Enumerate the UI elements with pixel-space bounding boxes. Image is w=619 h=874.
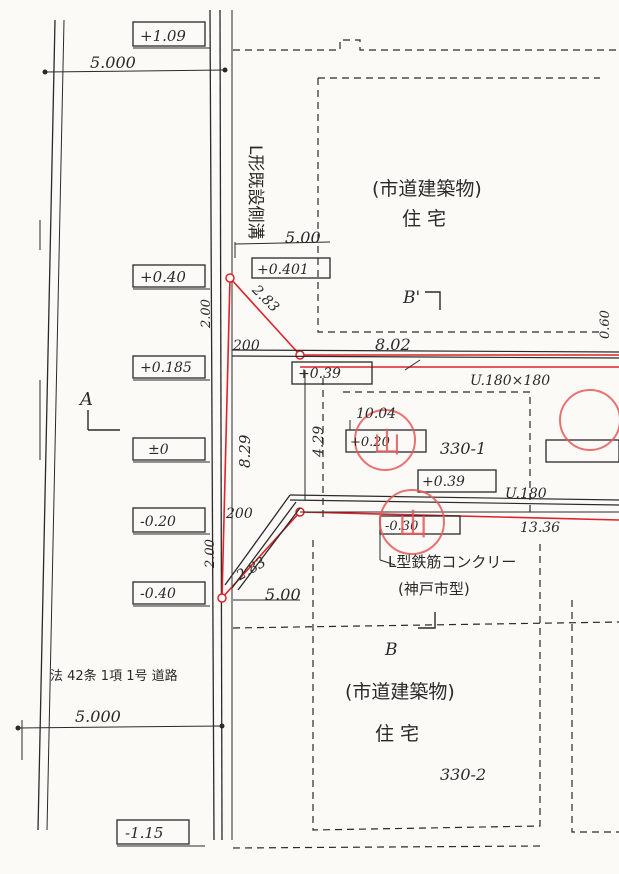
house-label-bottom: 住 宅 [375, 723, 419, 745]
section-b-prime: B' [402, 288, 420, 308]
dim-1336: 13.36 [520, 520, 560, 536]
dim-5m-bottom: 5.00 [265, 585, 301, 604]
dim-5m-top: 5.00 [285, 228, 321, 247]
building-label-bottom: (市道建築物) [345, 681, 455, 703]
lot-label-top: 330-1 [440, 439, 486, 458]
elevation-label: +0.39 [298, 366, 341, 382]
u-gutters [224, 349, 619, 591]
rc-wall-note: (神戸市型) [398, 580, 470, 598]
road-width-label-bottom: 5.000 [75, 707, 121, 726]
dim-802: 8.02 [375, 335, 411, 354]
dim-200-c: 2.00 [203, 539, 218, 569]
elevation-label: -0.20 [140, 514, 176, 530]
dim-200-d: 200 [225, 506, 253, 522]
elevation-label: +0.185 [140, 360, 192, 376]
building-outlines [232, 39, 619, 849]
section-a: A [78, 389, 93, 410]
slope-label-top: 2.83 [248, 282, 282, 316]
dim-429: 4.29 [311, 426, 327, 458]
dim-200-b: 200 [232, 338, 260, 354]
road-law-label: 法 42条 1項 1号 道路 [50, 668, 178, 684]
dim-829: 8.29 [236, 434, 254, 468]
lot-label-bottom: 330-2 [440, 765, 486, 784]
seal-stamp: 山 [373, 426, 401, 459]
section-markers [87, 291, 441, 629]
dim-200-a: 2.00 [199, 299, 214, 329]
u-gutter-mid: U.180 [505, 486, 547, 502]
seal-stamps [354, 389, 619, 555]
elevation-label: +0.40 [140, 268, 186, 286]
slope-label-bottom: 2.83 [233, 554, 269, 584]
road-width-label: 5.000 [90, 53, 136, 72]
u-gutter-top: U.180×180 [470, 373, 550, 389]
road-edge-lines [21, 9, 233, 841]
gutter-label: L形既設側溝 [245, 145, 265, 239]
dim-060: 0.60 [598, 310, 613, 339]
elevation-boxes [116, 21, 619, 847]
building-label-top: (市道建築物) [372, 178, 482, 200]
elevation-label: +1.09 [140, 27, 186, 45]
seal-stamp: 山 [398, 508, 428, 543]
elevation-label: +0.401 [257, 262, 309, 278]
elevation-label: -0.40 [140, 586, 176, 602]
elevation-label: ±0 [148, 442, 169, 458]
elevation-label: +0.39 [422, 474, 465, 490]
section-b: B [384, 640, 398, 660]
rc-wall-label: L型鉄筋コンクリー [388, 553, 516, 571]
road-width-dims [15, 67, 228, 731]
elevation-label: +0.20 [350, 435, 390, 450]
dim-1004: 10.04 [356, 406, 396, 422]
elevation-label: -1.15 [125, 824, 163, 842]
elevation-label: -0.30 [385, 519, 418, 534]
house-label-top: 住 宅 [402, 208, 446, 230]
